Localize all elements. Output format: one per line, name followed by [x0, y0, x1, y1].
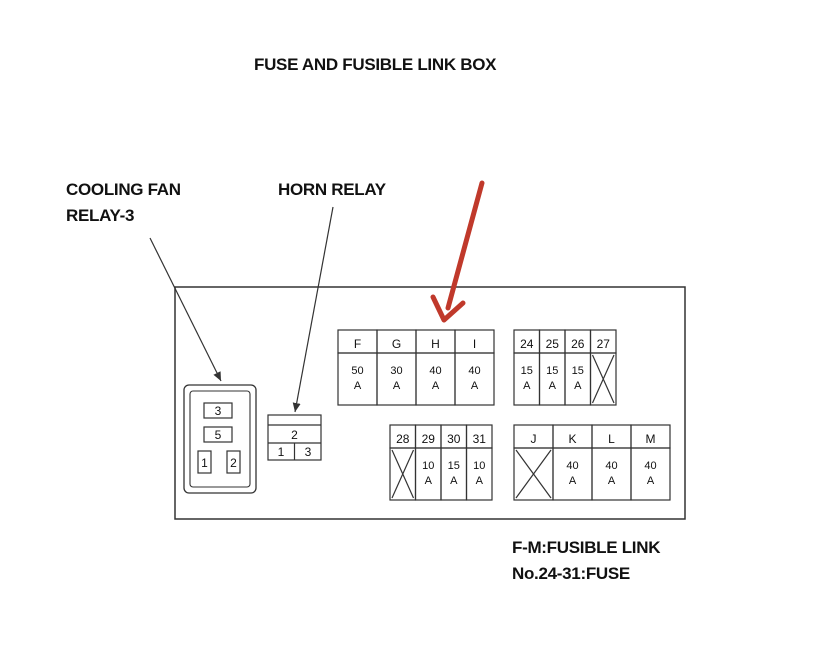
fuse-amp-label: 15: [572, 365, 584, 377]
horn-relay: 21 3: [267, 414, 322, 461]
fuse-unit-label: A: [393, 380, 401, 392]
fuse-amp-label: 40: [605, 460, 617, 472]
fuse-id-label: 28: [396, 432, 410, 446]
fuse-unit-label: A: [432, 380, 440, 392]
horn-terminal-label: 2: [291, 428, 298, 442]
fuse-unit-label: A: [425, 475, 433, 487]
fuse-id-label: 29: [422, 432, 436, 446]
fuse-amp-label: 50: [351, 365, 363, 377]
empty-slot-cross: [391, 449, 415, 499]
fuse-unit-label: A: [523, 380, 531, 392]
cooling-terminal-5: [203, 426, 233, 443]
horn-relay-leader-line: [292, 206, 334, 413]
fuse-amp-label: 10: [422, 460, 434, 472]
fuse-id-label: 27: [597, 337, 611, 351]
pointer-arrow: [430, 180, 485, 323]
fuse-rating-cell: [454, 352, 495, 406]
cooling-terminal-label: 2: [230, 456, 237, 470]
fuse-id-label: J: [531, 432, 537, 446]
fuse-amp-label: 30: [390, 365, 402, 377]
fuse-id-label: K: [568, 432, 576, 446]
fuse-unit-label: A: [549, 380, 557, 392]
cooling-terminal-2: [226, 450, 241, 474]
empty-slot-cross: [515, 449, 552, 499]
fuse-rating-cell: [589, 352, 617, 406]
fuse-rating-cell: [465, 447, 493, 501]
horn-terminal-label: 1: [278, 445, 285, 459]
fuse-unit-label: A: [569, 475, 577, 487]
cooling-fan-relay-label: COOLING FAN RELAY-3: [66, 177, 181, 229]
fuse-rating-cell: [564, 352, 592, 406]
fuse-id-label: 26: [571, 337, 585, 351]
cooling-terminal-label: 5: [215, 428, 222, 442]
fuse-amp-label: 10: [473, 460, 485, 472]
fuse-id-label: G: [392, 337, 401, 351]
legend-line1: F-M:FUSIBLE LINK: [512, 538, 661, 557]
fuse-unit-label: A: [354, 380, 362, 392]
fuse-id-label: 30: [447, 432, 461, 446]
fuse-id-label: I: [473, 337, 476, 351]
fuse-id-label: L: [608, 432, 615, 446]
fuse-id-label: M: [646, 432, 656, 446]
fuse-unit-label: A: [608, 475, 616, 487]
fuse-rating-cell: [415, 352, 456, 406]
fuse-rating-cell: [337, 352, 378, 406]
cooling-relay-outer: [183, 384, 257, 494]
fuse-rating-cell: [376, 352, 417, 406]
fuse-id-label: H: [431, 337, 440, 351]
cooling-terminal-label: 3: [215, 404, 222, 418]
fuse-rating-cell: [414, 447, 442, 501]
horn-terminal-label: 3: [305, 445, 312, 459]
fuse-rating-cell: [538, 352, 566, 406]
fuse-id-label: 24: [520, 337, 534, 351]
fuse-box-outline: [174, 286, 686, 520]
fuse-amp-label: 40: [644, 460, 656, 472]
fuse-amp-label: 15: [546, 365, 558, 377]
fuse-unit-label: A: [450, 475, 458, 487]
fuse-amp-label: 40: [429, 365, 441, 377]
fuse-amp-label: 15: [521, 365, 533, 377]
empty-slot-cross: [591, 354, 615, 404]
fuse-unit-label: A: [647, 475, 655, 487]
cooling-terminal-label: 1: [201, 456, 208, 470]
cooling-terminal-1: [197, 450, 212, 474]
fuse-rating-cell: [552, 447, 593, 501]
fuse-unit-label: A: [574, 380, 582, 392]
fuse-amp-label: 40: [566, 460, 578, 472]
cooling-fan-label-line1: COOLING FAN: [66, 180, 181, 199]
fuse-id-label: 25: [546, 337, 560, 351]
cooling-terminal-3: [203, 402, 233, 419]
fuse-amp-label: 40: [468, 365, 480, 377]
horn-relay-label: HORN RELAY: [278, 180, 386, 199]
cooling-fan-relay: 3 51 2: [183, 384, 257, 494]
cooling-relay-inner: [189, 390, 251, 488]
legend-line2: No.24-31:FUSE: [512, 564, 630, 583]
cooling-fan-label-line2: RELAY-3: [66, 206, 135, 225]
fuse-id-label: 31: [473, 432, 487, 446]
fuse-rating-cell: [440, 447, 468, 501]
legend-label: F-M:FUSIBLE LINK No.24-31:FUSE: [512, 535, 660, 587]
fuse-amp-label: 15: [448, 460, 460, 472]
fuse-rating-cell: [630, 447, 671, 501]
fuse-id-label: F: [354, 337, 361, 351]
fuse-rating-cell: [513, 352, 541, 406]
cooling-fan-leader-line: [149, 237, 222, 382]
diagram-title: FUSE AND FUSIBLE LINK BOX: [254, 55, 497, 74]
fuse-unit-label: A: [471, 380, 479, 392]
fuse-rating-cell: [591, 447, 632, 501]
fuse-unit-label: A: [476, 475, 484, 487]
